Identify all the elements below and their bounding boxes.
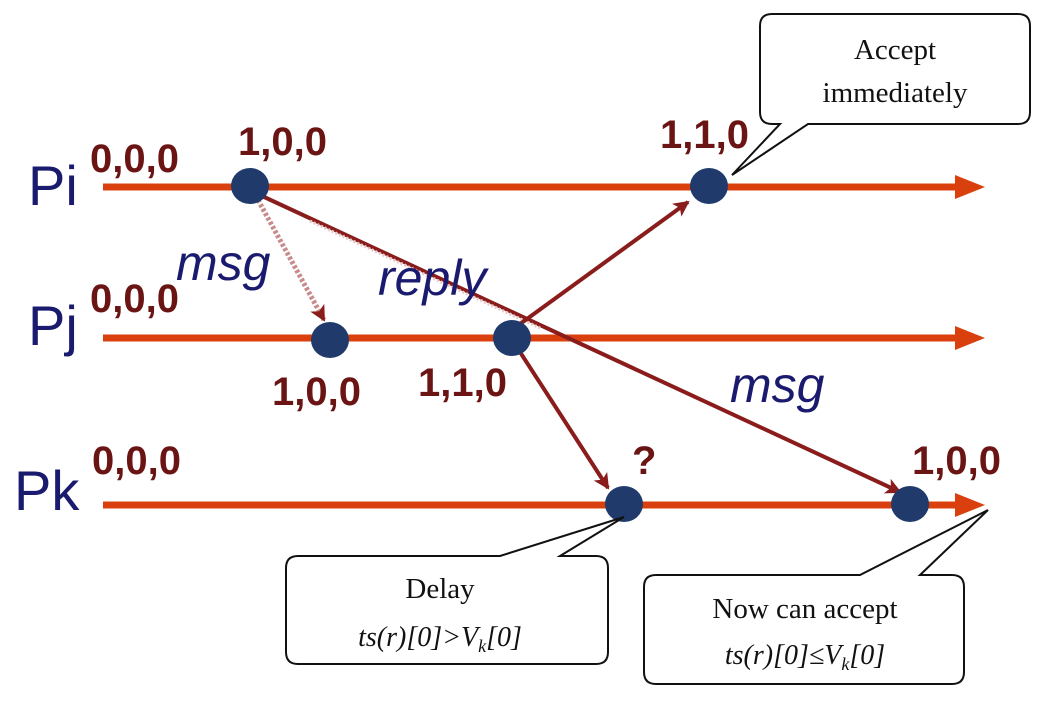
- callout-now-accept: Now can accept ts(r)[0]≤Vk[0]: [643, 509, 989, 685]
- callout-delay-formula-a: ts(r)[0]>V: [358, 622, 481, 653]
- clock-pi-initial: 0,0,0: [90, 137, 179, 181]
- clock-pi-receive: 1,1,0: [660, 113, 749, 157]
- timeline-pi-arrowhead: [955, 175, 985, 199]
- process-label-pi: Pi: [28, 154, 78, 217]
- callout-delay-line1: Delay: [405, 573, 475, 605]
- clock-pj-initial: 0,0,0: [90, 277, 179, 321]
- label-msg-to-pj: msg: [176, 235, 271, 291]
- timeline-pk: [103, 493, 985, 517]
- callout-delay-formula: ts(r)[0]>Vk[0]: [358, 622, 522, 656]
- callout-delay: Delay ts(r)[0]>Vk[0]: [285, 516, 625, 665]
- callout-accept: Accept immediately: [731, 13, 1031, 176]
- clock-pi-send: 1,0,0: [238, 120, 327, 164]
- process-label-pk: Pk: [14, 459, 80, 522]
- callout-now-accept-formula-a: ts(r)[0]≤V: [725, 640, 844, 671]
- clock-pj-receive: 1,0,0: [272, 370, 361, 414]
- arrow-msg-pi-to-pj: [255, 198, 327, 322]
- callout-delay-formula-b: [0]: [486, 622, 522, 653]
- timeline-pk-arrowhead: [955, 493, 985, 517]
- callout-delay-formula-sub: k: [478, 636, 487, 656]
- callout-accept-line1: Accept: [854, 34, 936, 66]
- clock-pj-send: 1,1,0: [418, 361, 507, 405]
- arrow-reply-pj-to-pi: [518, 200, 690, 326]
- event-dot-pj-send: [493, 320, 531, 356]
- arrow-reply-pj-to-pk: [518, 350, 610, 490]
- callout-now-accept-formula: ts(r)[0]≤Vk[0]: [725, 640, 885, 674]
- clock-pk-unknown: ?: [632, 439, 656, 483]
- callout-now-accept-formula-sub: k: [841, 654, 850, 674]
- clock-pk-receive: 1,0,0: [912, 439, 1001, 483]
- timeline-pj-arrowhead: [955, 326, 985, 350]
- callout-accept-line2: immediately: [823, 77, 968, 109]
- process-label-pj: Pj: [28, 294, 78, 357]
- callout-now-accept-formula-b: [0]: [849, 640, 885, 671]
- event-dot-pj-receive: [311, 322, 349, 358]
- event-dot-pi-send: [231, 168, 269, 204]
- label-msg-to-pk: msg: [730, 357, 825, 413]
- event-dot-pk-unknown: [605, 486, 643, 522]
- timeline-pj: [103, 326, 985, 350]
- arrow-msg-pi-to-pk: [261, 194, 902, 494]
- callout-now-accept-line1: Now can accept: [712, 593, 897, 625]
- event-dot-pk-receive: [891, 486, 929, 522]
- event-dot-pi-receive: [690, 168, 728, 204]
- label-reply: reply: [378, 250, 489, 306]
- clock-pk-initial: 0,0,0: [92, 439, 181, 483]
